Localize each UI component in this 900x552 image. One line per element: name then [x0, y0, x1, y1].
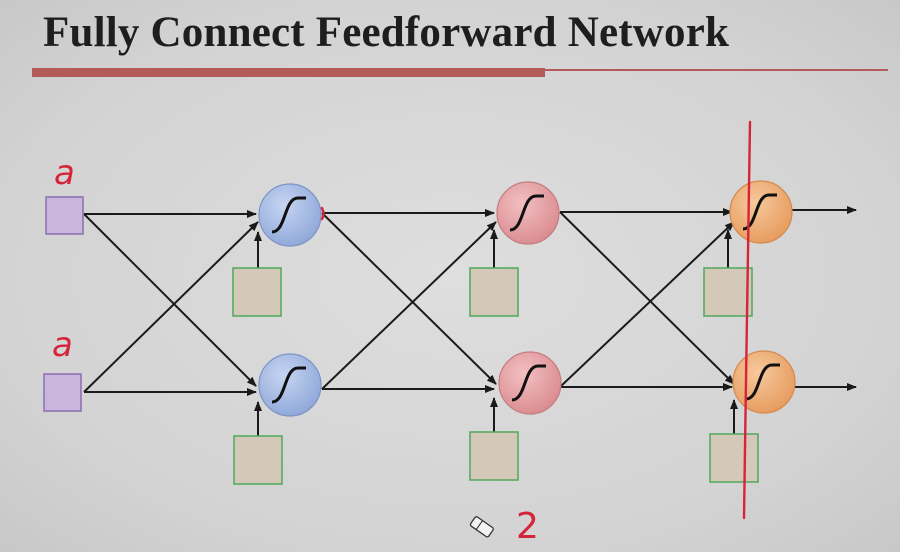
neuron-layer1-1 [258, 183, 322, 247]
bias-box-layer1-1 [232, 267, 282, 317]
bias-boxes [232, 267, 759, 485]
input1-handwritten-label: a [54, 153, 75, 193]
input-node-2 [43, 373, 82, 412]
connections-input-layer1 [83, 210, 259, 396]
bias-arrows [254, 229, 738, 436]
bias-box-output-2 [709, 433, 759, 483]
eraser-cursor-icon [469, 516, 494, 538]
neuron-output-2 [732, 350, 796, 414]
handwritten-annotations [320, 120, 752, 520]
sigmoid-icon [509, 194, 544, 232]
sigmoid-icon [745, 363, 780, 401]
bias-box-layer2-2 [469, 431, 519, 481]
slide-title: Fully Connect Feedforward Network [43, 9, 730, 56]
connections-layer1-layer2 [321, 209, 497, 393]
sigmoid-icon [511, 364, 546, 402]
connections-layer2-output [559, 208, 735, 391]
input2-handwritten-label: a [52, 325, 73, 365]
output-arrows [792, 206, 857, 391]
bias-box-output-1 [703, 267, 753, 317]
title-underline-thick [32, 68, 545, 77]
neuron-layer2-2 [498, 351, 562, 415]
bias-box-layer1-2 [233, 435, 283, 485]
neuron-layer2-1 [496, 181, 560, 245]
input-node-1 [45, 196, 84, 235]
neuron-layer1-2 [258, 353, 322, 417]
bias-box-layer2-1 [469, 267, 519, 317]
page-mark-handwritten: 2 [516, 506, 539, 547]
sigmoid-icon [271, 366, 306, 404]
pen-divider-line [742, 120, 752, 520]
sigmoid-icon [271, 196, 306, 234]
title-underline-thin [545, 69, 888, 71]
pen-tick-mark [320, 206, 325, 221]
neuron-output-1 [729, 180, 793, 244]
sigmoid-icon [742, 193, 777, 231]
